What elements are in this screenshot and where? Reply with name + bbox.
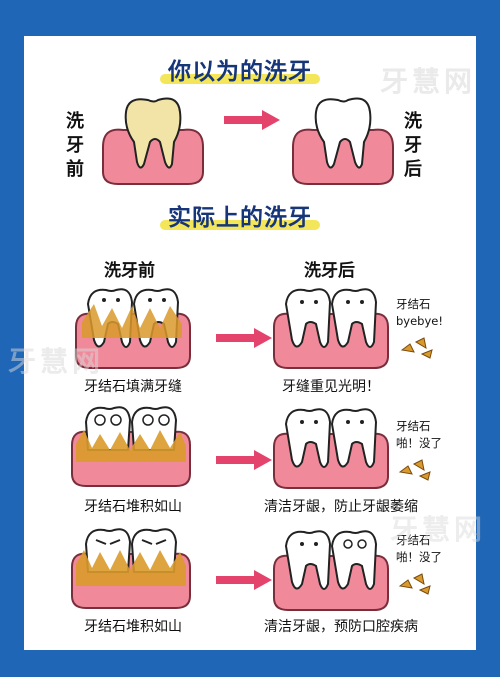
tartar-teeth-illustration	[71, 528, 191, 609]
clean-teeth-illustration	[273, 530, 389, 611]
arrow-icon	[216, 328, 272, 348]
clean-teeth-illustration	[273, 408, 389, 489]
watermark: 牙慧网	[390, 513, 487, 546]
label-before-top: 洗牙前	[66, 111, 84, 180]
clean-tooth-illustration	[292, 97, 394, 185]
label-after-top: 洗牙后	[404, 111, 422, 180]
dirty-tooth-illustration	[102, 97, 204, 185]
caption-row3-after: 清洁牙龈，预防口腔疾病	[264, 619, 418, 635]
arrow-icon	[216, 570, 272, 590]
tartar-teeth-illustration	[75, 288, 191, 369]
watermark: 牙慧网	[8, 345, 105, 378]
tartar-fragments-icon	[400, 337, 433, 359]
tartar-teeth-illustration	[71, 406, 191, 487]
note-row3: 牙结石啪！没了	[396, 533, 442, 564]
clean-teeth-illustration	[273, 288, 389, 369]
caption-row1-before: 牙结石填满牙缝	[84, 379, 182, 395]
caption-row2-after: 清洁牙龈，防止牙龈萎缩	[264, 499, 418, 515]
caption-row3-before: 牙结石堆积如山	[84, 619, 182, 635]
arrow-icon	[224, 110, 280, 130]
tartar-fragments-icon	[398, 573, 431, 595]
column-head-after: 洗牙后	[304, 261, 355, 281]
caption-row2-before: 牙结石堆积如山	[84, 499, 182, 515]
caption-row1-after: 牙缝重见光明！	[282, 379, 380, 395]
arrow-icon	[216, 450, 272, 470]
title-actual: 实际上的洗牙	[160, 198, 320, 232]
column-head-before: 洗牙前	[104, 261, 155, 281]
note-row2: 牙结石啪！没了	[396, 419, 442, 450]
tartar-fragments-icon	[398, 459, 431, 481]
title-what-you-think: 你以为的洗牙	[160, 52, 320, 86]
watermark: 牙慧网	[380, 65, 477, 98]
